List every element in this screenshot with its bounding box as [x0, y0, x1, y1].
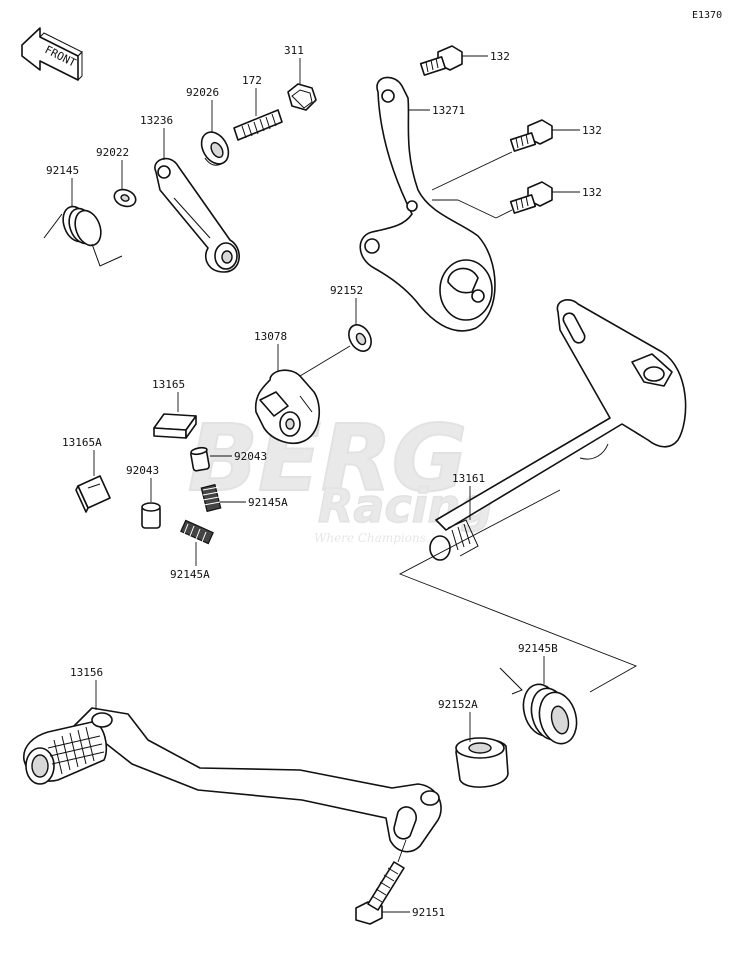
- bracket-13271: [359, 76, 496, 332]
- label-92145B: 92145B: [518, 642, 558, 655]
- label-92145: 92145: [46, 164, 79, 177]
- pin-13165A: [75, 475, 111, 513]
- pin-92043-b: [141, 502, 161, 529]
- label-13165A: 13165A: [62, 436, 102, 449]
- label-132-a: 132: [490, 50, 510, 63]
- shift-pedal-13156: [23, 707, 442, 853]
- pin-92043-a: [190, 446, 210, 472]
- label-132-b: 132: [582, 124, 602, 137]
- label-92145A-a: 92145A: [248, 496, 288, 509]
- label-13078: 13078: [254, 330, 287, 343]
- label-92151: 92151: [412, 906, 445, 919]
- label-13165: 13165: [152, 378, 185, 391]
- label-13271: 13271: [432, 104, 465, 117]
- bolt-132-low: [509, 181, 553, 214]
- lever-13236: [154, 157, 240, 273]
- label-92152: 92152: [330, 284, 363, 297]
- watermark: BERG Racing Where Champions...: [187, 404, 494, 545]
- watermark-brand: BERG: [188, 405, 467, 512]
- spring-92145B: [499, 667, 578, 745]
- washer-92022: [113, 188, 137, 208]
- spring-92145A-b: [180, 519, 214, 545]
- watermark-tagline: Where Champions...: [314, 531, 437, 545]
- label-13161: 13161: [452, 472, 485, 485]
- label-13156: 13156: [70, 666, 103, 679]
- label-311: 311: [284, 44, 304, 57]
- spring-92145: [43, 205, 123, 267]
- collar-92152A: [455, 737, 509, 788]
- bolt-92151: [355, 861, 405, 925]
- label-132-c: 132: [582, 186, 602, 199]
- front-arrow-icon: FRONT: [21, 27, 83, 82]
- label-92022: 92022: [96, 146, 129, 159]
- bolt-132-mid: [509, 119, 553, 152]
- bolt-132-top: [419, 45, 463, 76]
- label-172: 172: [242, 74, 262, 87]
- washer-92152: [348, 324, 372, 352]
- shift-shaft-13161: [429, 299, 687, 561]
- label-92026: 92026: [186, 86, 219, 99]
- label-13236: 13236: [140, 114, 173, 127]
- spring-92145A-a: [200, 483, 222, 513]
- label-92152A: 92152A: [438, 698, 478, 711]
- pin-13165: [153, 413, 197, 439]
- nut-311: [287, 83, 317, 111]
- diagram-code: E1370: [692, 10, 722, 21]
- bolt-172: [233, 109, 283, 141]
- cam-13078: [254, 369, 321, 444]
- label-92043-a: 92043: [234, 450, 267, 463]
- label-92043-b: 92043: [126, 464, 159, 477]
- washer-92026: [200, 131, 230, 166]
- label-92145A-b: 92145A: [170, 568, 210, 581]
